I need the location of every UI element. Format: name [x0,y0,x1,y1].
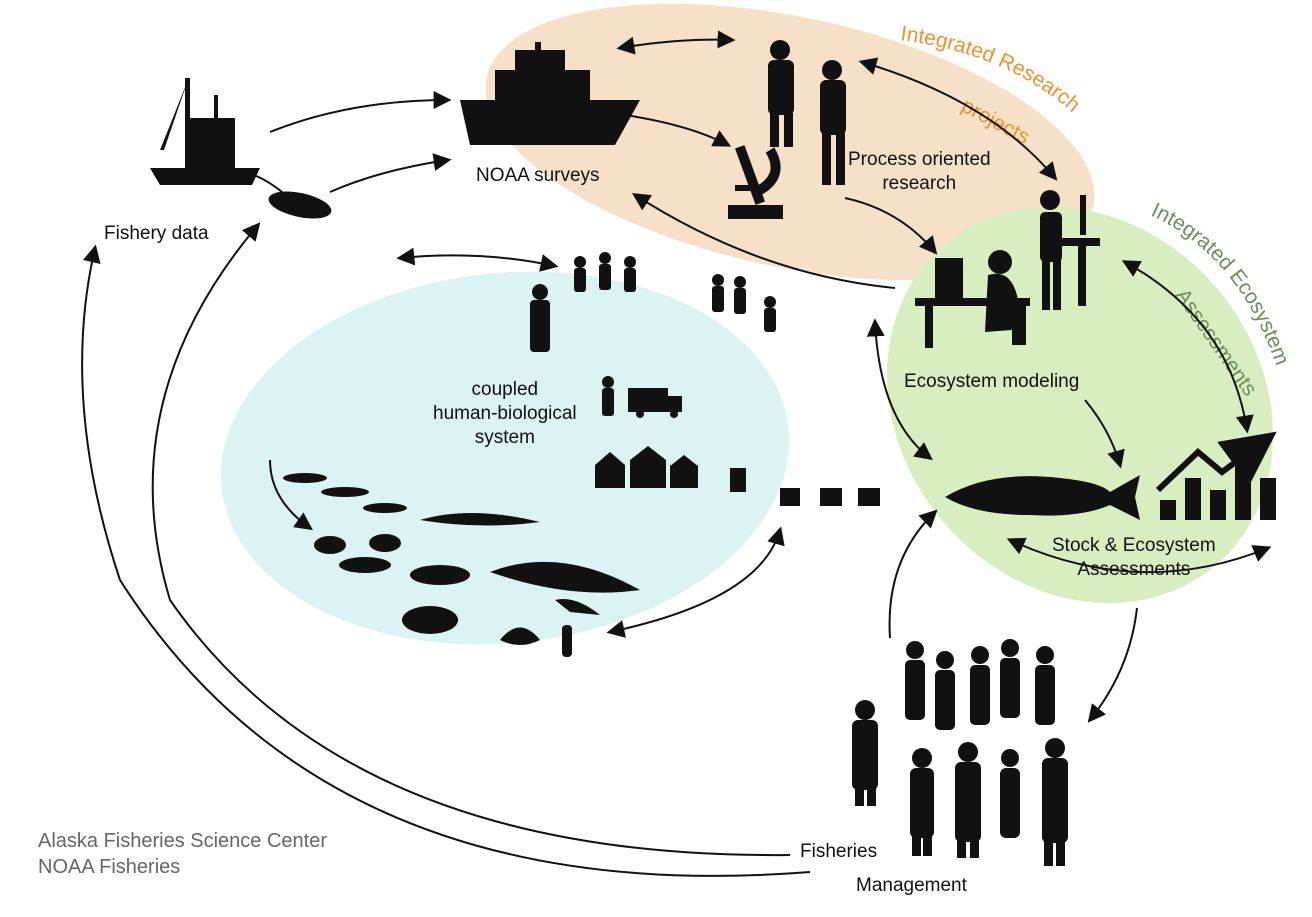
microscope-icon [728,145,783,219]
whale-icon [490,561,640,593]
fishing-vessel-icon [150,78,332,219]
stock-assessments-label: Stock & Ecosystem Assessments [1052,535,1216,580]
coupled-system-label: coupled human-biological system [433,379,577,448]
bar-chart-trend-icon [1155,431,1277,520]
marine-life-icon [283,473,640,634]
truck-icon [628,388,682,418]
people-group-icon [852,639,1068,866]
credit-line-1: Alaska Fisheries Science Center [38,830,328,852]
fish-icon [945,475,1140,520]
people-group-icon [530,252,776,416]
seabird-icon [500,599,600,657]
flow-arrows [81,30,1272,877]
houses-icon [595,446,880,506]
fishery-data-label: Fishery data [104,223,209,244]
ecosystem-modeling-label: Ecosystem modeling [904,371,1080,392]
management-label: Management [856,875,967,896]
credit-line-2: NOAA Fisheries [38,856,181,878]
fisheries-label: Fisheries [800,841,878,862]
noaa-surveys-label: NOAA surveys [476,165,600,186]
crab-icon [314,534,401,554]
research-ship-icon [460,42,640,145]
credit-block: Alaska Fisheries Science Center NOAA Fis… [38,828,327,880]
scientist-icon [768,40,846,185]
process-research-label: Process oriented research [848,149,991,194]
